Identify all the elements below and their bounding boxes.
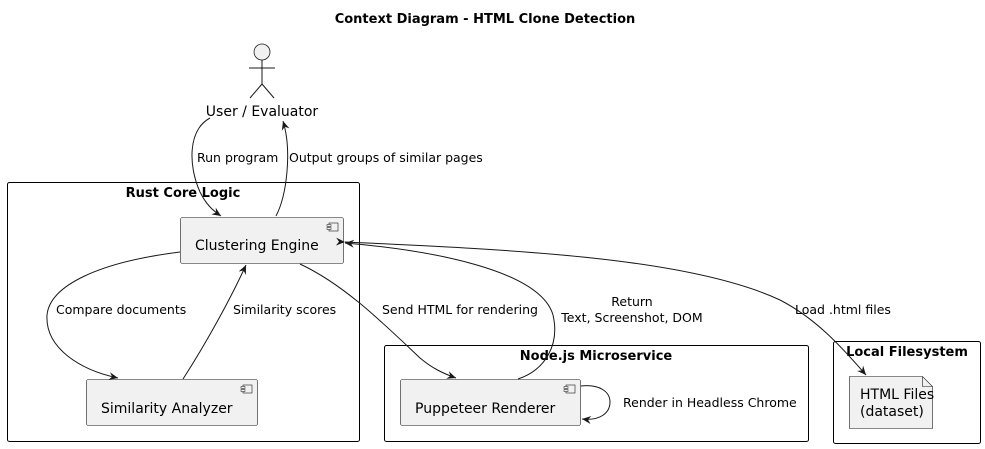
clustering-engine-label: Clustering Engine — [195, 238, 319, 254]
component-icon — [240, 389, 246, 392]
edge-output-groups — [275, 120, 290, 217]
edge-send-html — [299, 263, 457, 379]
component-similarity-analyzer: Similarity Analyzer — [86, 379, 258, 426]
edge-label-load: Load .html files — [795, 302, 891, 317]
edge-load-html-files — [335, 237, 867, 376]
component-icon — [326, 224, 332, 227]
edge-label-render: Render in Headless Chrome — [623, 395, 797, 410]
edge-label-scores: Similarity scores — [233, 302, 336, 317]
component-icon — [326, 227, 332, 230]
edge-similarity-scores — [182, 264, 247, 380]
artifact-label-line2: (dataset) — [860, 404, 924, 420]
package-fs-label: Local Filesystem — [846, 345, 968, 360]
actor-head — [253, 43, 271, 61]
edge-label-return-1: Return — [611, 294, 652, 309]
component-clustering-engine: Clustering Engine — [180, 217, 344, 264]
edge-label-output: Output groups of similar pages — [289, 150, 483, 165]
edge-run-program — [191, 117, 222, 217]
puppeteer-renderer-label: Puppeteer Renderer — [415, 401, 556, 417]
component-icon — [563, 389, 569, 392]
edge-label-run-program: Run program — [197, 150, 278, 165]
component-icon — [328, 222, 339, 232]
component-icon — [240, 386, 246, 389]
edge-label-send: Send HTML for rendering — [382, 302, 538, 317]
component-icon — [565, 384, 576, 394]
edge-render-self-loop — [580, 385, 611, 424]
actor-user-evaluator — [249, 43, 275, 99]
actor-left-leg — [249, 83, 263, 99]
actor-label: User / Evaluator — [206, 104, 319, 120]
artifact-html-files: HTML Files (dataset) — [849, 376, 934, 429]
package-node-label: Node.js Microservice — [520, 349, 673, 364]
component-puppeteer-renderer: Puppeteer Renderer — [400, 379, 581, 426]
package-local-filesystem — [833, 341, 981, 444]
component-icon — [563, 386, 569, 389]
package-rust-label: Rust Core Logic — [126, 186, 241, 201]
similarity-analyzer-label: Similarity Analyzer — [101, 401, 233, 417]
edge-compare-documents — [46, 251, 181, 381]
edge-label-return-2: Text, Screenshot, DOM — [560, 310, 702, 325]
edge-label-compare: Compare documents — [56, 302, 186, 317]
artifact-label-line1: HTML Files — [860, 387, 934, 403]
component-icon — [242, 384, 253, 394]
diagram-title: Context Diagram - HTML Clone Detection — [335, 12, 636, 27]
actor-right-leg — [261, 83, 275, 99]
